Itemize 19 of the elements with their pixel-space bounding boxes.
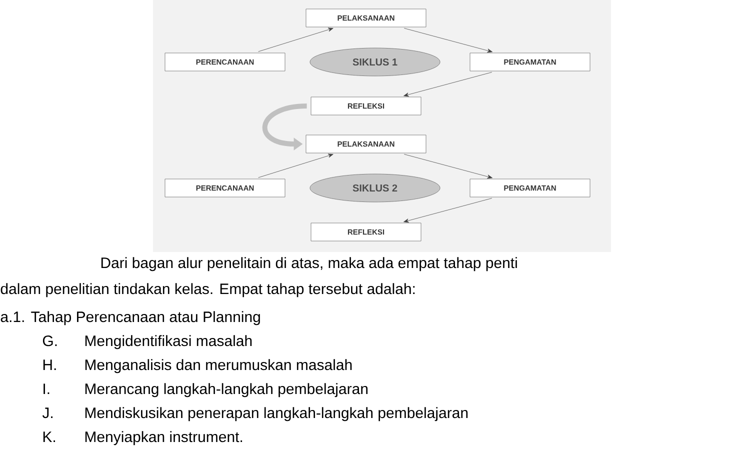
arrow bbox=[404, 154, 492, 179]
body-text: Dari bagan alur penelitain di atas, maka ada empat tahap penti bbox=[101, 257, 517, 272]
list-item: Mengidentifikasi masalah bbox=[85, 335, 252, 350]
body-text: dalam penelitian tindakan kelas. Empat tahap tersebut adalah: bbox=[0, 283, 415, 298]
list-marker: J. bbox=[42, 408, 52, 418]
list-marker: I. bbox=[44, 384, 50, 394]
arrow bbox=[258, 28, 334, 52]
arrow bbox=[404, 198, 492, 223]
list-item: Menganalisis dan merumuskan masalah bbox=[85, 359, 352, 374]
arrow bbox=[404, 72, 492, 97]
list-item: Mendiskusikan penerapan langkah-langkah pembelajaran bbox=[85, 407, 468, 422]
list-marker: K. bbox=[43, 432, 55, 442]
list-item: Merancang langkah-langkah pembelajaran bbox=[85, 383, 368, 398]
list-item: Menyiapkan instrument. bbox=[85, 431, 242, 446]
list-marker: H. bbox=[43, 360, 56, 370]
section-heading: a.1. Tahap Perencanaan atau Planning bbox=[0, 311, 260, 326]
arrow bbox=[258, 154, 334, 178]
list-marker: G. bbox=[42, 336, 57, 346]
arrow bbox=[404, 28, 492, 53]
